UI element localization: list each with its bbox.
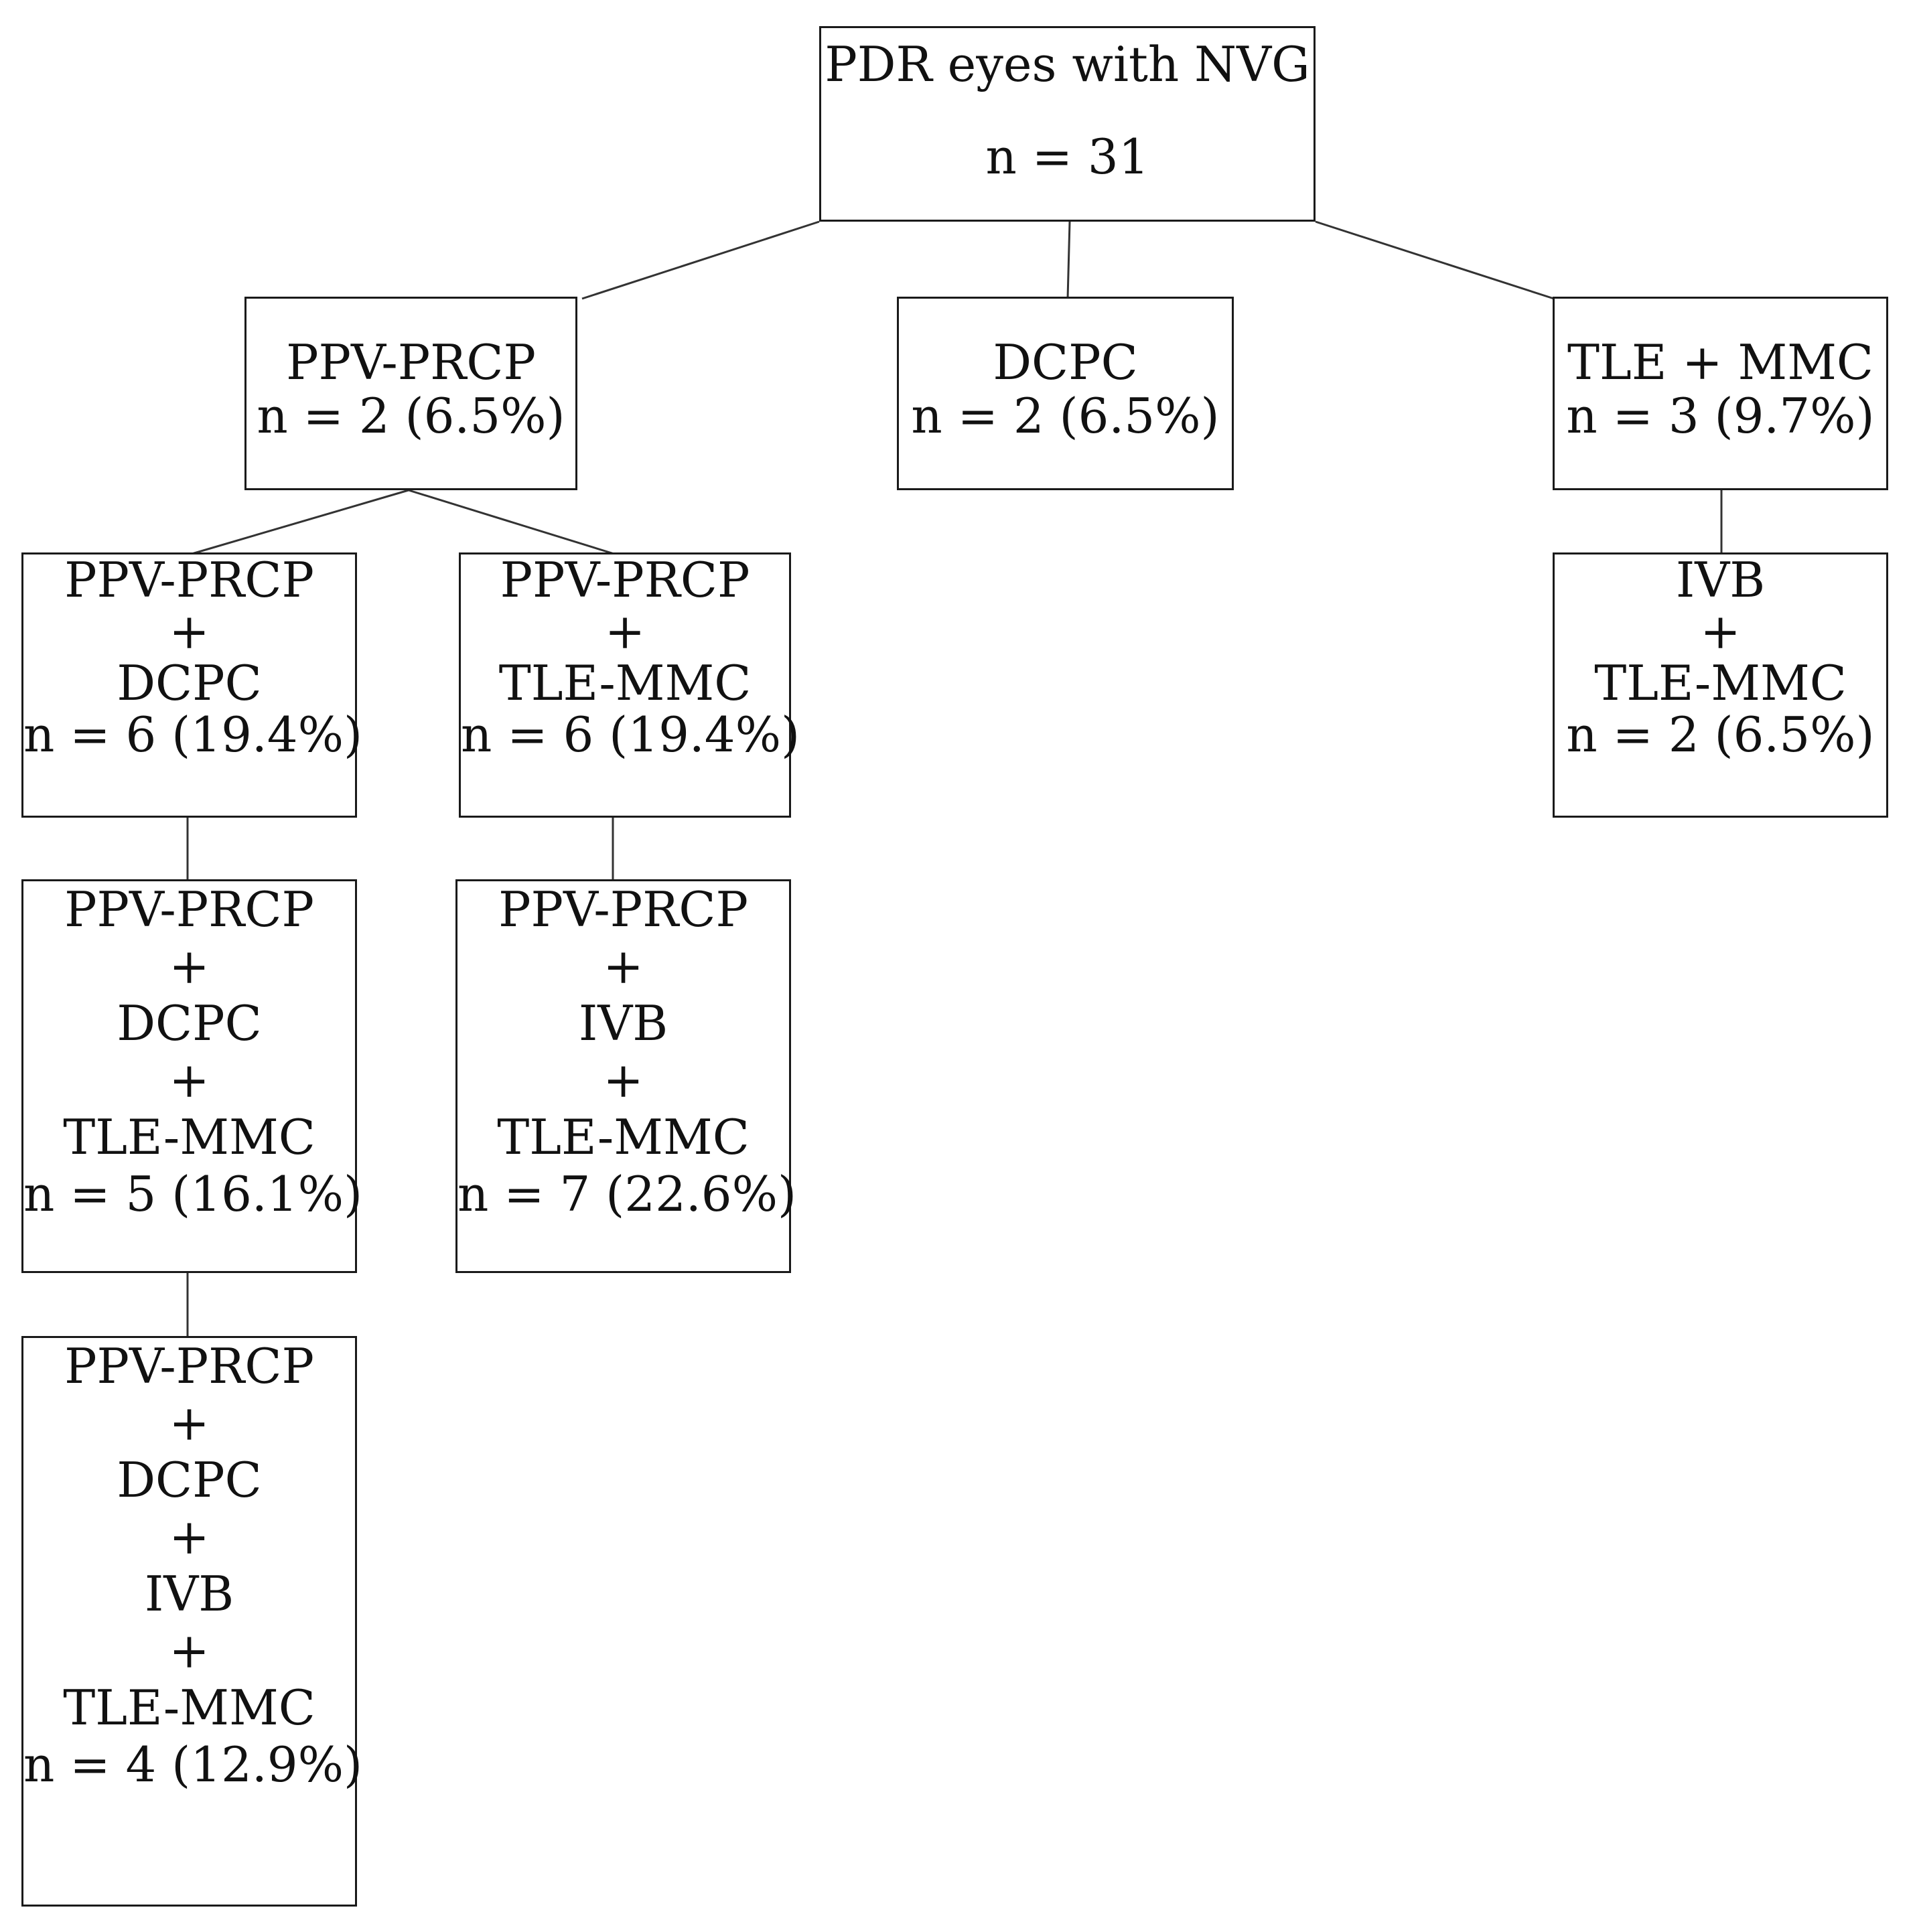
- node-line: +: [169, 1623, 210, 1679]
- node-line: TLE-MMC: [1594, 655, 1847, 711]
- node-count: n = 2 (6.5%): [1566, 707, 1875, 763]
- node-line: DCPC: [117, 1452, 262, 1508]
- node-ivb-tle-mmc: IVB + TLE-MMC n = 2 (6.5%): [1553, 552, 1888, 818]
- node-line: +: [169, 1395, 210, 1451]
- node-line: +: [603, 938, 644, 994]
- edge-root-tle-mmc: [1315, 220, 1555, 300]
- node-line: IVB: [144, 1566, 234, 1622]
- edge-root-ppv-prcp: [581, 220, 820, 300]
- node-line: +: [169, 1509, 210, 1565]
- node-ppv-prcp: PPV-PRCP n = 2 (6.5%): [244, 297, 577, 490]
- node-line: PPV-PRCP: [64, 881, 314, 938]
- node-line: PPV-PRCP: [64, 1338, 314, 1394]
- node-dcpc: DCPC n = 2 (6.5%): [897, 297, 1234, 490]
- node-line: TLE-MMC: [498, 655, 752, 711]
- node-tle-mmc: TLE + MMC n = 3 (9.7%): [1553, 297, 1888, 490]
- node-ppv-prcp-dcpc: PPV-PRCP + DCPC n = 6 (19.4%): [21, 552, 363, 818]
- node-label: PPV-PRCP: [286, 334, 536, 390]
- node-count: n = 4 (12.9%): [23, 1736, 363, 1793]
- edge-ppv-prcp-to-ppv-dcpc: [189, 489, 409, 556]
- node-ppv-prcp-dcpc-ivb-tle-mmc: PPV-PRCP + DCPC + IVB + TLE-MMC n = 4 (1…: [21, 1336, 363, 1907]
- node-line: TLE-MMC: [63, 1680, 315, 1736]
- root-count: n = 31: [985, 129, 1149, 185]
- node-line: TLE-MMC: [497, 1109, 750, 1165]
- root-title: PDR eyes with NVG: [825, 36, 1310, 92]
- node-line: +: [169, 603, 210, 660]
- node-line: +: [603, 1052, 644, 1108]
- node-line: PPV-PRCP: [64, 552, 314, 608]
- node-line: DCPC: [117, 655, 262, 711]
- node-line: +: [169, 938, 210, 994]
- node-label: DCPC: [993, 334, 1138, 390]
- node-line: +: [604, 603, 646, 660]
- node-line: IVB: [1675, 552, 1766, 608]
- edge-root-dcpc: [1066, 221, 1071, 299]
- edge-ppv-prcp-to-ppv-tle: [408, 489, 617, 556]
- node-line: +: [1700, 603, 1741, 660]
- node-ppv-prcp-dcpc-tle-mmc: PPV-PRCP + DCPC + TLE-MMC n = 5 (16.1%): [21, 879, 363, 1273]
- node-line: PPV-PRCP: [500, 552, 750, 608]
- node-count: n = 5 (16.1%): [23, 1166, 363, 1222]
- node-count: n = 2 (6.5%): [911, 388, 1220, 444]
- node-line: DCPC: [117, 995, 262, 1051]
- node-count: n = 6 (19.4%): [23, 707, 363, 763]
- node-line: +: [169, 1052, 210, 1108]
- node-line: IVB: [578, 995, 668, 1051]
- node-line: TLE-MMC: [63, 1109, 315, 1165]
- root-node: PDR eyes with NVG n = 31: [819, 26, 1316, 222]
- node-ppv-prcp-ivb-tle-mmc: PPV-PRCP + IVB + TLE-MMC n = 7 (22.6%): [455, 879, 797, 1273]
- node-count: n = 2 (6.5%): [257, 388, 565, 444]
- node-count: n = 3 (9.7%): [1566, 388, 1875, 444]
- node-count: n = 6 (19.4%): [461, 707, 800, 763]
- node-line: PPV-PRCP: [498, 881, 748, 938]
- node-count: n = 7 (22.6%): [457, 1166, 797, 1222]
- node-label: TLE + MMC: [1567, 334, 1874, 390]
- node-ppv-prcp-tle-mmc: PPV-PRCP + TLE-MMC n = 6 (19.4%): [459, 552, 800, 818]
